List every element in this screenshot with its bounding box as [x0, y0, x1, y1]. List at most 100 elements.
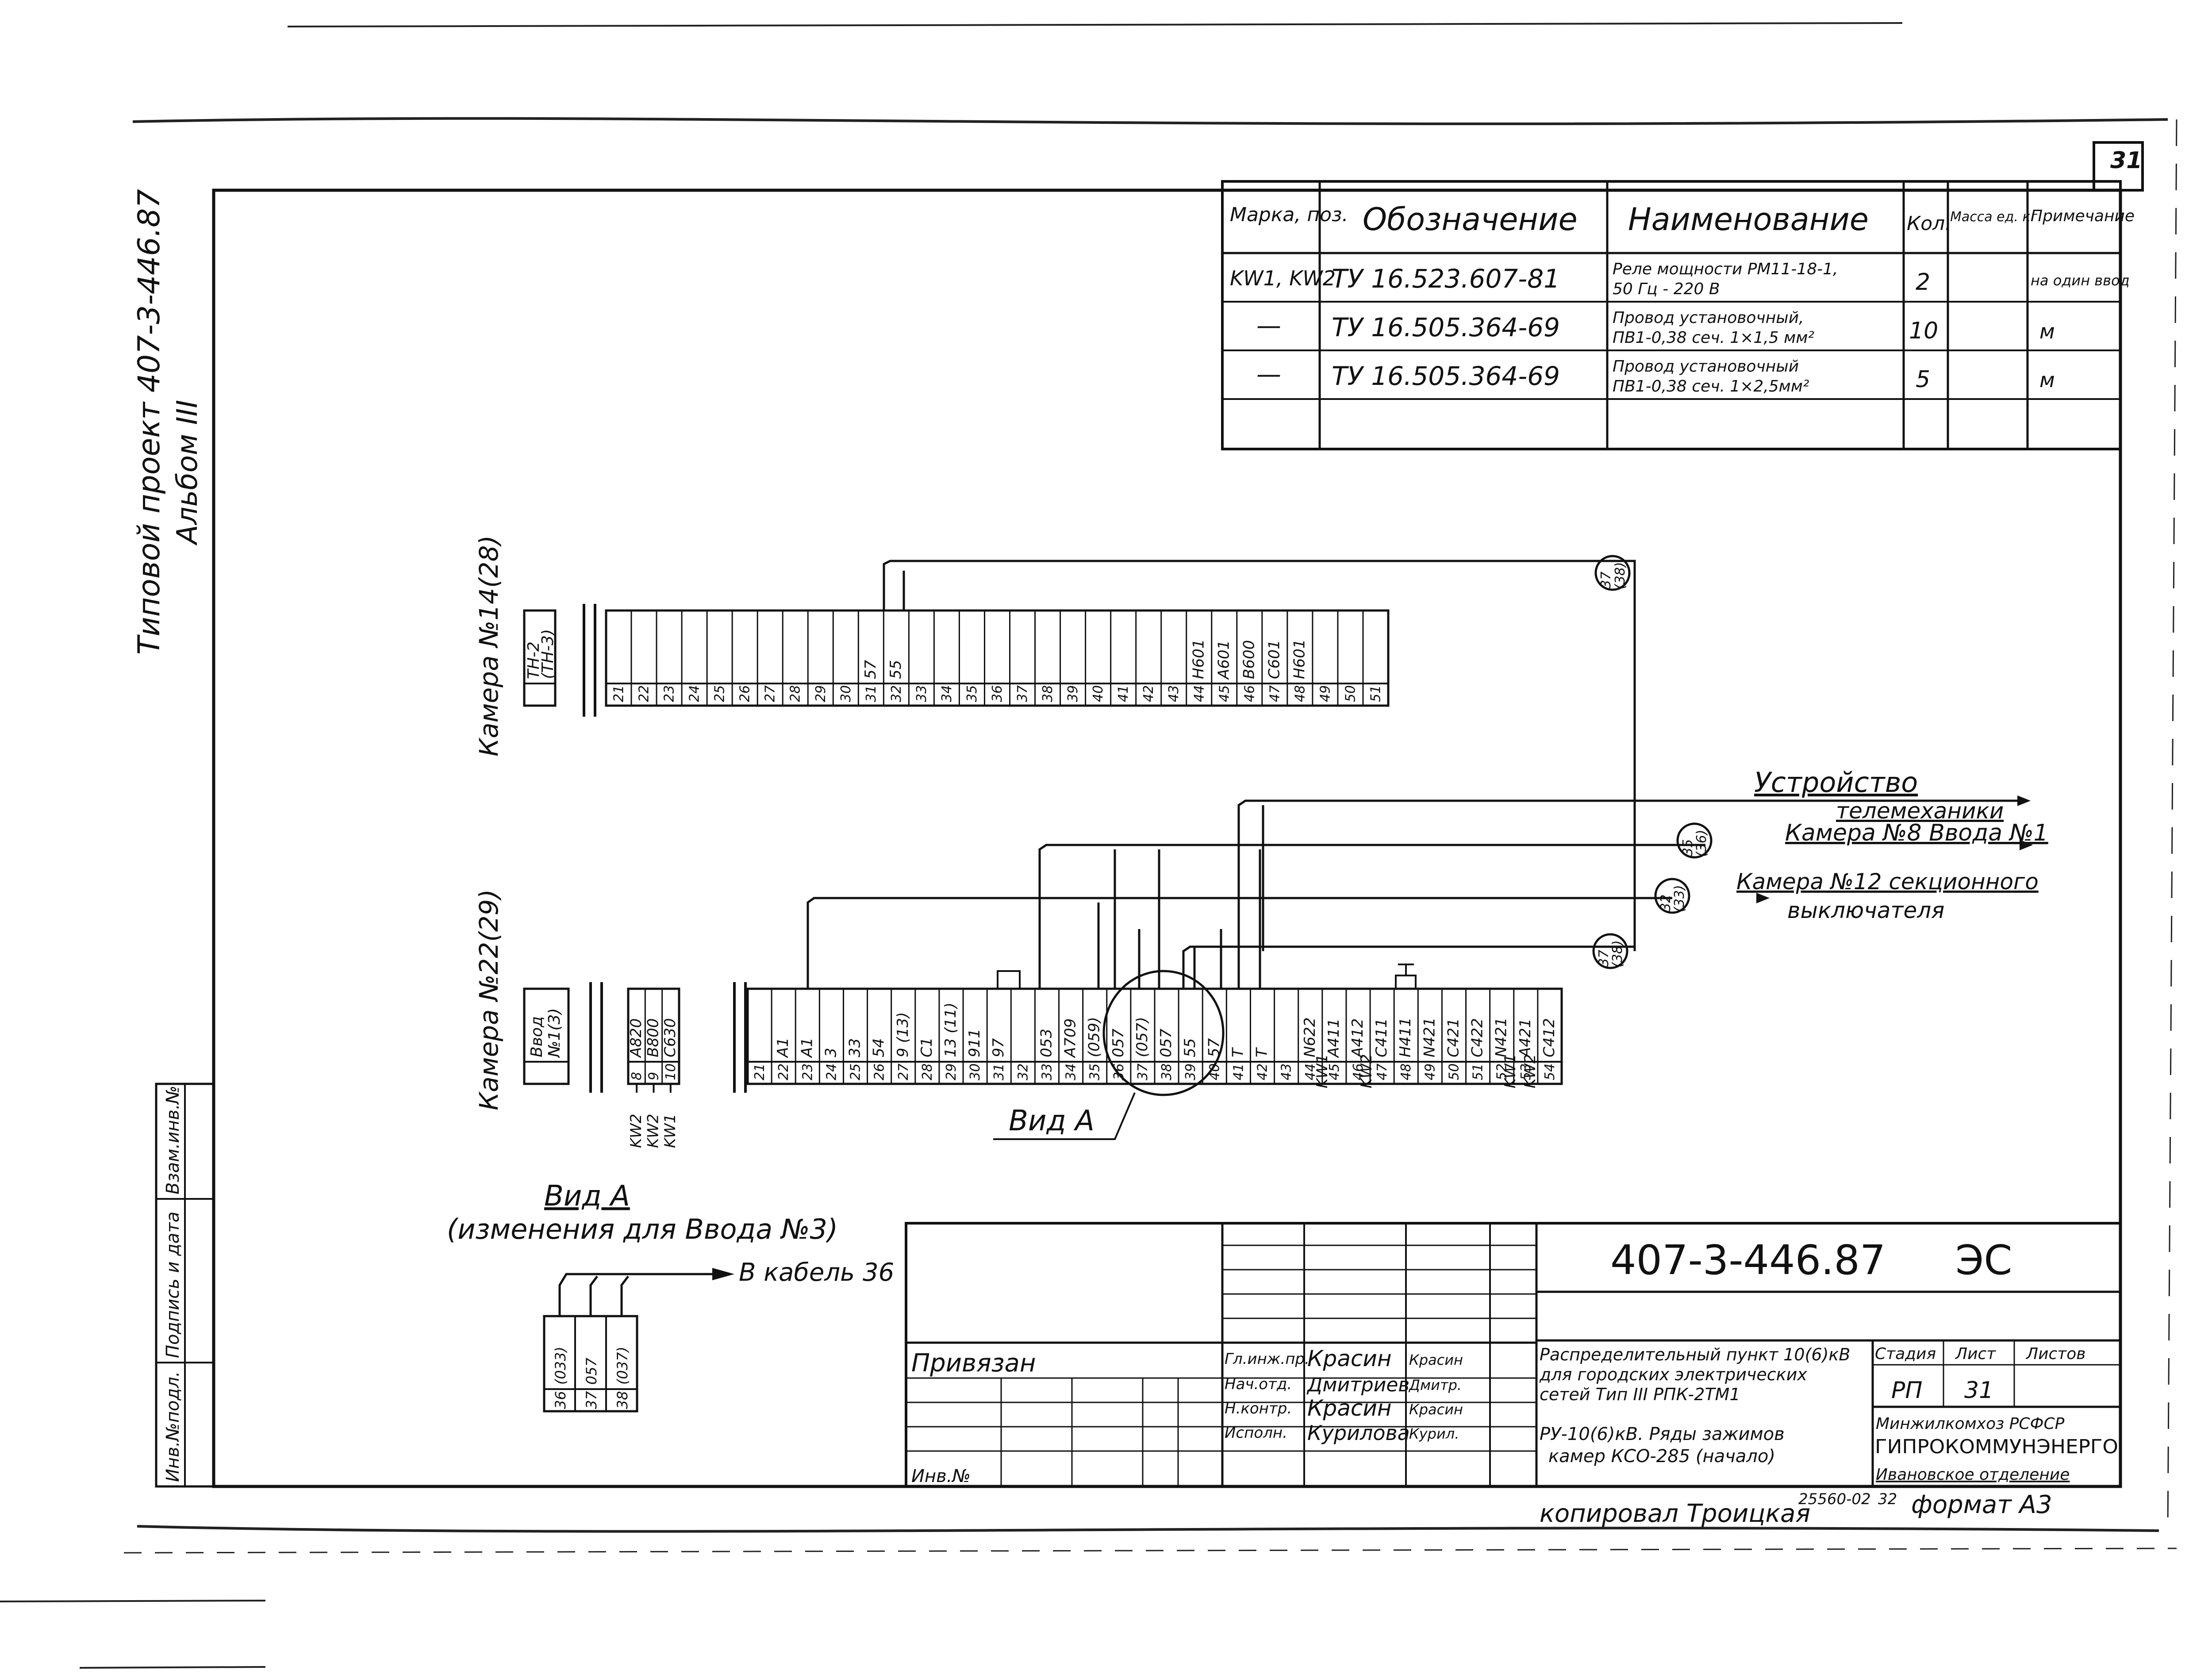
name-3: Красин	[1307, 1395, 1392, 1421]
spec-cell-name-1: Реле мощности РМ11-18-1,	[1613, 260, 1838, 278]
spec-cell-mark: —	[1256, 360, 1281, 389]
upper-terminal-number: 43	[1166, 685, 1182, 702]
lower-terminal-number: 35	[1087, 1064, 1103, 1080]
upper-terminal-number: 32	[889, 685, 904, 702]
sheet-code: ЭС	[1955, 1236, 2012, 1284]
upper-device-1: ТН-2	[525, 641, 543, 679]
upper-terminal-number: 49	[1317, 685, 1333, 702]
upper-bubble-2: (38)	[1613, 562, 1628, 589]
view-a-num-1: 36	[552, 1391, 569, 1409]
upper-terminal-number: 36	[990, 685, 1005, 702]
upper-terminal-number: 41	[1116, 685, 1131, 702]
lower-terminal-wire-label: А412	[1349, 1018, 1367, 1058]
spec-header-qty: Кол.	[1907, 212, 1951, 235]
spec-cell-note: м	[2039, 319, 2055, 343]
inv-label: Инв.№	[911, 1466, 971, 1486]
title-line-2: для городских электрических	[1539, 1365, 1807, 1384]
lower-terminal-wire-label: 911	[966, 1029, 983, 1057]
lower-terminal-wire-label: N421	[1493, 1018, 1510, 1057]
lower-terminal-block: Камера №22(29) Ввод №1(3) 8А8209В80010С6…	[474, 766, 2048, 1148]
bubble-36: (36)	[1694, 829, 1709, 857]
lower-terminal-wire-label: А421	[1517, 1018, 1534, 1058]
spec-header-name: Наименование	[1628, 201, 1869, 238]
copied-by: копировал Троицкая	[1540, 1499, 1810, 1528]
project-code: 407-3-446.87	[1610, 1236, 1886, 1284]
lower-terminal-number: 49	[1422, 1064, 1438, 1080]
role-4: Исполн.	[1225, 1424, 1287, 1442]
lower-terminal-number: 22	[776, 1064, 791, 1080]
lower-terminal-number: 37	[1135, 1064, 1151, 1080]
lower-terminal-wire-label: С422	[1469, 1018, 1486, 1057]
bubble-37-38	[1592, 933, 1628, 969]
lower-terminal-wire-label: А411	[1325, 1018, 1343, 1058]
sign-2: Дмитр.	[1408, 1377, 1462, 1394]
lower-terminal-number: 32	[1015, 1064, 1031, 1080]
bound-label: Привязан	[911, 1349, 1036, 1378]
lower-terminal-wire-label: 54	[870, 1038, 888, 1057]
view-a-wire-2: 057	[583, 1357, 600, 1385]
spec-cell-note: на один ввод	[2031, 272, 2130, 289]
dest-device-2: телемеханики	[1836, 798, 2004, 824]
strip-inv-podl: Инв.№подл.	[163, 1371, 183, 1482]
relay-mark-3: KW1	[1502, 1054, 1519, 1088]
strip-signature-date: Подпись и дата	[163, 1212, 183, 1358]
spec-cell-qty: 10	[1909, 318, 1938, 344]
lower-terminal-number: 38	[1159, 1064, 1175, 1080]
spec-header-mark: Марка, поз.	[1230, 204, 1348, 226]
lower-terminal-wire-label: Т	[1253, 1047, 1271, 1057]
footer-num-1: 25560-02	[1798, 1490, 1871, 1508]
lower-terminal-wire-label: N421	[1421, 1018, 1438, 1057]
spec-cell-name-2: 50 Гц - 220 В	[1613, 280, 1720, 298]
upper-terminal-number: 25	[712, 685, 728, 702]
view-a-num-2: 37	[583, 1391, 600, 1409]
bubble-33: (33)	[1672, 885, 1687, 912]
lower-terminal-number: 28	[920, 1064, 935, 1080]
sub-line-2: камер КСО-285 (начало)	[1548, 1446, 1775, 1467]
lower-terminal-number: 51	[1471, 1064, 1486, 1080]
spec-cell-note: м	[2039, 368, 2055, 392]
left-terminal-number: 9	[646, 1072, 662, 1080]
spec-cell-qty: 2	[1916, 269, 1930, 296]
lower-terminal-wire-label: 33	[846, 1038, 864, 1057]
upper-terminal-number: 38	[1040, 685, 1056, 702]
sub-line-1: РУ-10(6)кВ. Ряды зажимов	[1540, 1424, 1785, 1444]
lower-terminal-wire-label: С412	[1540, 1018, 1558, 1057]
upper-terminal-wire-label: 57	[862, 660, 879, 679]
lower-terminal-wire-label: 13 (11)	[942, 1002, 960, 1057]
sign-3: Красин	[1409, 1401, 1463, 1418]
spec-header-note: Примечание	[2031, 207, 2135, 225]
lower-wires	[806, 799, 2024, 989]
spec-cell-mark: —	[1256, 311, 1281, 340]
upper-terminal-number: 48	[1292, 685, 1308, 702]
lower-terminal-number: 47	[1375, 1064, 1390, 1080]
lower-terminal-wire-label: С1	[918, 1037, 936, 1057]
footer-num-2: 32	[1878, 1490, 1897, 1508]
upper-terminal-wire-label: С601	[1265, 640, 1283, 679]
sheets-label: Листов	[2025, 1345, 2085, 1363]
org-line-1: Минжилкомхоз РСФСР	[1876, 1415, 2065, 1433]
lower-terminal-wire-label: А1	[798, 1037, 816, 1058]
lower-terminal-wire-label: 3	[822, 1048, 840, 1057]
upper-terminal-wire-label: В600	[1240, 640, 1258, 679]
upper-terminal-number: 51	[1368, 685, 1383, 702]
spec-row-1: KW1, KW2 ТУ 16.523.607-81 Реле мощности …	[1230, 260, 2130, 298]
upper-terminal-number: 27	[763, 685, 778, 702]
spec-cell-name-1: Провод установочный	[1613, 357, 1799, 376]
view-a-num-3: 38	[614, 1391, 631, 1409]
upper-bubble	[1594, 555, 1631, 591]
upper-terminal-number: 23	[662, 685, 677, 702]
upper-terminal-number: 45	[1217, 685, 1232, 702]
lower-terminal-number: 52	[1494, 1064, 1510, 1080]
view-a-arrow-label: В кабель 36	[739, 1258, 894, 1287]
lower-terminal-number: 25	[848, 1064, 864, 1080]
upper-terminal-number: 22	[637, 685, 652, 702]
lower-terminal-number: 30	[968, 1064, 983, 1080]
dest-device-1: Устройство	[1754, 766, 1918, 799]
lower-terminal-number: 24	[824, 1064, 839, 1080]
left-margin-strip: Инв.№подл. Подпись и дата Взам.инв.№	[155, 1083, 215, 1488]
spec-cell-name-2: ПВ1-0,38 сеч. 1×2,5мм²	[1613, 377, 1809, 396]
